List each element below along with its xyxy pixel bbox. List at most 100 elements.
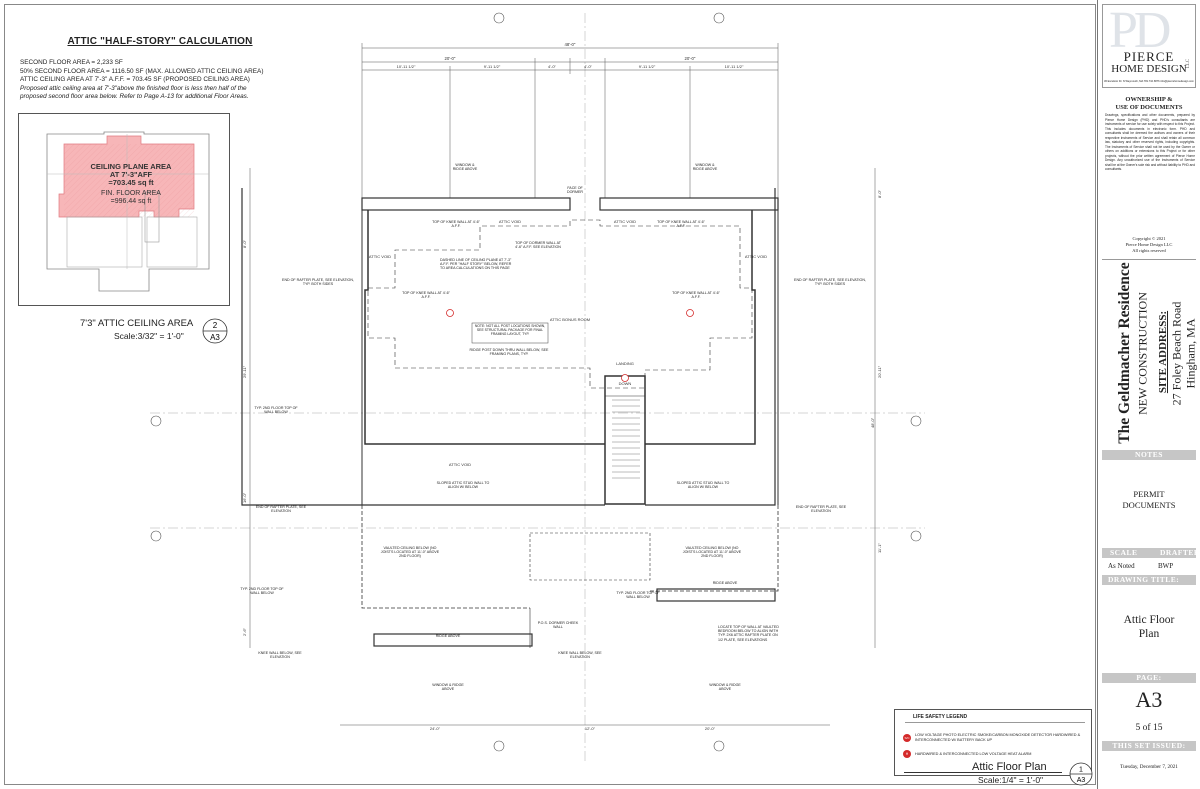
scale-header: SCALE — [1110, 548, 1138, 557]
firm-logo: PD PIERCE HOME DESIGN LLC 36 Excelsior D… — [1102, 2, 1196, 88]
dim-side-2: 29'-11" — [242, 365, 247, 378]
site-address-label: SITE ADDRESS: — [1157, 310, 1169, 394]
dim-side-6: 20'-11" — [877, 365, 882, 378]
note-locate-top: LOCATE TOP OF WALL AT VAULTED BEDROOM BE… — [718, 625, 779, 642]
scale-value: As Noted — [1108, 562, 1135, 570]
note-dormer-wall: TOP OF DORMER WALL AT 4'-6" A.F.F. SEE E… — [515, 241, 561, 250]
dim-side-1: 8'-0" — [242, 239, 247, 248]
dim-overall: 48'-0" — [565, 42, 576, 47]
dim-top-c1: 4'-0" — [548, 64, 557, 69]
project-title: The Geldmacher Residence — [1116, 262, 1133, 444]
label-attic-void-top-left: ATTIC VOID — [499, 219, 521, 224]
ceiling-label-3: =703.45 sq ft — [108, 178, 154, 187]
label-attic-void-left: ATTIC VOID — [369, 254, 391, 259]
dim-bottom-3: 20'-0" — [705, 726, 716, 731]
half-story-calculation: ATTIC "HALF-STORY" CALCULATION SECOND FL… — [20, 36, 300, 102]
project-sub: NEW CONSTRUCTION — [1135, 292, 1150, 415]
notes-header: NOTES — [1102, 450, 1196, 460]
logo-monogram: PD — [1109, 2, 1172, 59]
dim-top-d: 10'-11 1/2" — [725, 64, 744, 69]
label-down: DOWN — [619, 381, 632, 386]
dim-bottom-2: 12'-0" — [585, 726, 596, 731]
ownership-title-2: USE OF DOCUMENTS — [1115, 104, 1183, 111]
ceiling-label-1: CEILING PLANE AREA — [91, 162, 173, 171]
note-window-ridge-tr: WINDOW & RIDGE ABOVE — [692, 163, 718, 172]
firm-name-1: PIERCE — [1123, 49, 1175, 64]
notes-line-2: DOCUMENTS — [1122, 500, 1176, 510]
key-plan-title: 7'3" ATTIC CEILING AREA — [80, 318, 194, 329]
firm-name-2: HOME DESIGN — [1111, 63, 1187, 75]
calc-line-1: SECOND FLOOR AREA = 2,233 SF — [20, 59, 123, 66]
note-knee-top-right: TOP OF KNEE WALL AT 4'-6" A.F.F. — [657, 220, 705, 229]
copyright-1: Copyright © 2021 — [1132, 236, 1166, 241]
calc-note-2: proposed second floor area below. Refer … — [20, 93, 249, 101]
calc-note-1: Proposed attic ceiling area at 7'-3"abov… — [20, 84, 247, 92]
grid-bubbles — [150, 12, 922, 752]
note-vaulted-left: VAULTED CEILING BELOW (NO JOISTS LOCATED… — [380, 546, 440, 559]
grid-lines — [150, 13, 925, 763]
ceiling-label-2: AT 7'-3"AFF — [110, 170, 153, 179]
key-plan-scale: Scale:3/32" = 1'-0" — [114, 331, 184, 341]
sheet-border — [4, 4, 1096, 785]
firm-llc: LLC — [1185, 58, 1191, 69]
floor-label-2: =996.44 sq ft — [111, 198, 152, 205]
note-box — [471, 322, 549, 344]
firm-contact: 36 Excelsior Dr. N Weymouth, MA 781.710.… — [1104, 80, 1194, 83]
drawing-ref-sheet: A3 — [1077, 777, 1086, 784]
note-window-ridge-br: WINDOW & RIDGE ABOVE — [709, 683, 741, 692]
dim-top-c: 9'-11 1/2" — [639, 64, 656, 69]
note-typ-2nd-left: TYP. 2ND FLOOR TOP OF WALL BELOW — [254, 406, 298, 415]
legend-item-2: HARDWIRED & INTERCONNECTED LOW VOLTAGE H… — [915, 752, 1032, 756]
note-sloped-right: SLOPED ATTIC STUD WALL TO ALIGN W/ BELOW — [676, 481, 730, 490]
dim-side-7: 48'-0" — [870, 417, 875, 428]
legend-sym-1: S/C — [904, 736, 910, 740]
dim-side-4: 2'-6" — [242, 627, 247, 636]
note-pos-dormer: P.O.S. DORMER CHEEK WALL — [537, 621, 579, 630]
top-dimensions — [361, 43, 779, 198]
key-ref-num: 2 — [213, 321, 218, 330]
ownership-title-1: OWNERSHIP & — [1125, 96, 1173, 103]
dim-top-left: 20'-0" — [445, 56, 456, 61]
floor-label-1: FIN. FLOOR AREA — [101, 190, 161, 197]
drawing-title-1: Attic Floor — [1123, 614, 1175, 626]
lower-room-left — [66, 216, 143, 268]
dim-side-3: 16'-0" — [242, 492, 247, 503]
notes-line-1: PERMIT — [1133, 489, 1165, 499]
dim-top-a: 10'-11 1/2" — [397, 64, 416, 69]
issued-date: Tuesday, December 7, 2021 — [1120, 764, 1178, 770]
life-safety-legend: LIFE SAFETY LEGEND S/C LOW VOLTAGE PHOTO… — [894, 709, 1092, 776]
note-knee-below-left: KNEE WALL BELOW, SEE ELEVATION — [258, 651, 302, 660]
ceiling-plane-line — [367, 219, 753, 389]
ownership-text: Drawings, specifications and other docum… — [1105, 113, 1195, 171]
drawing-scale: Scale:1/4" = 1'-0" — [978, 775, 1044, 785]
drafter-header: DRAFTER — [1160, 548, 1200, 557]
label-attic-void-center: ATTIC VOID — [449, 462, 471, 467]
address-line-1: 27 Foley Beach Road — [1169, 301, 1184, 406]
key-stair — [144, 191, 160, 243]
note-vaulted-right: VAULTED CEILING BELOW (NO JOISTS LOCATED… — [682, 546, 742, 559]
walls — [241, 188, 779, 648]
note-knee-top-left: TOP OF KNEE WALL AT 4'-6" A.F.F. — [432, 220, 480, 229]
calc-line-2: 50% SECOND FLOOR AREA = 1116.50 SF (MAX.… — [20, 67, 264, 75]
ceiling-area-diagram: CEILING PLANE AREA AT 7'-3"AFF =703.45 s… — [18, 113, 230, 306]
note-rafter-right: END OF RAFTER PLATE, SEE ELEVATION, TYP.… — [794, 278, 866, 287]
note-ridge-post: RIDGE POST DOWN THRU WALL BELOW, SEE FRA… — [469, 348, 549, 357]
note-window-ridge-tl: WINDOW & RIDGE ABOVE — [452, 163, 478, 172]
label-landing: LANDING — [616, 361, 634, 366]
page-number: A3 — [1135, 687, 1163, 712]
scale-drafter-header: SCALE DRAFTER — [1102, 548, 1199, 558]
floor-outline — [46, 131, 210, 292]
note-ridge-above-br: RIDGE ABOVE — [712, 581, 738, 585]
stair-treads — [612, 399, 640, 479]
copyright-3: All rights reserved — [1132, 248, 1166, 253]
title-underline — [904, 772, 1062, 773]
side-dimensions — [249, 168, 876, 648]
drawing-title: Attic Floor Plan — [972, 761, 1047, 773]
calc-title: ATTIC "HALF-STORY" CALCULATION — [67, 36, 253, 47]
note-knee-left: TOP OF KNEE WALL AT 4'-6" A.F.F. — [402, 291, 450, 300]
key-ref-sheet: A3 — [210, 333, 220, 342]
note-rafter-right-2: END OF RAFTER PLATE, SEE ELEVATION — [795, 505, 847, 514]
smoke-co-icon: S/C — [903, 734, 911, 742]
dim-top-c2: 4'-0" — [584, 64, 593, 69]
dim-top-b: 9'-11 1/2" — [484, 64, 501, 69]
